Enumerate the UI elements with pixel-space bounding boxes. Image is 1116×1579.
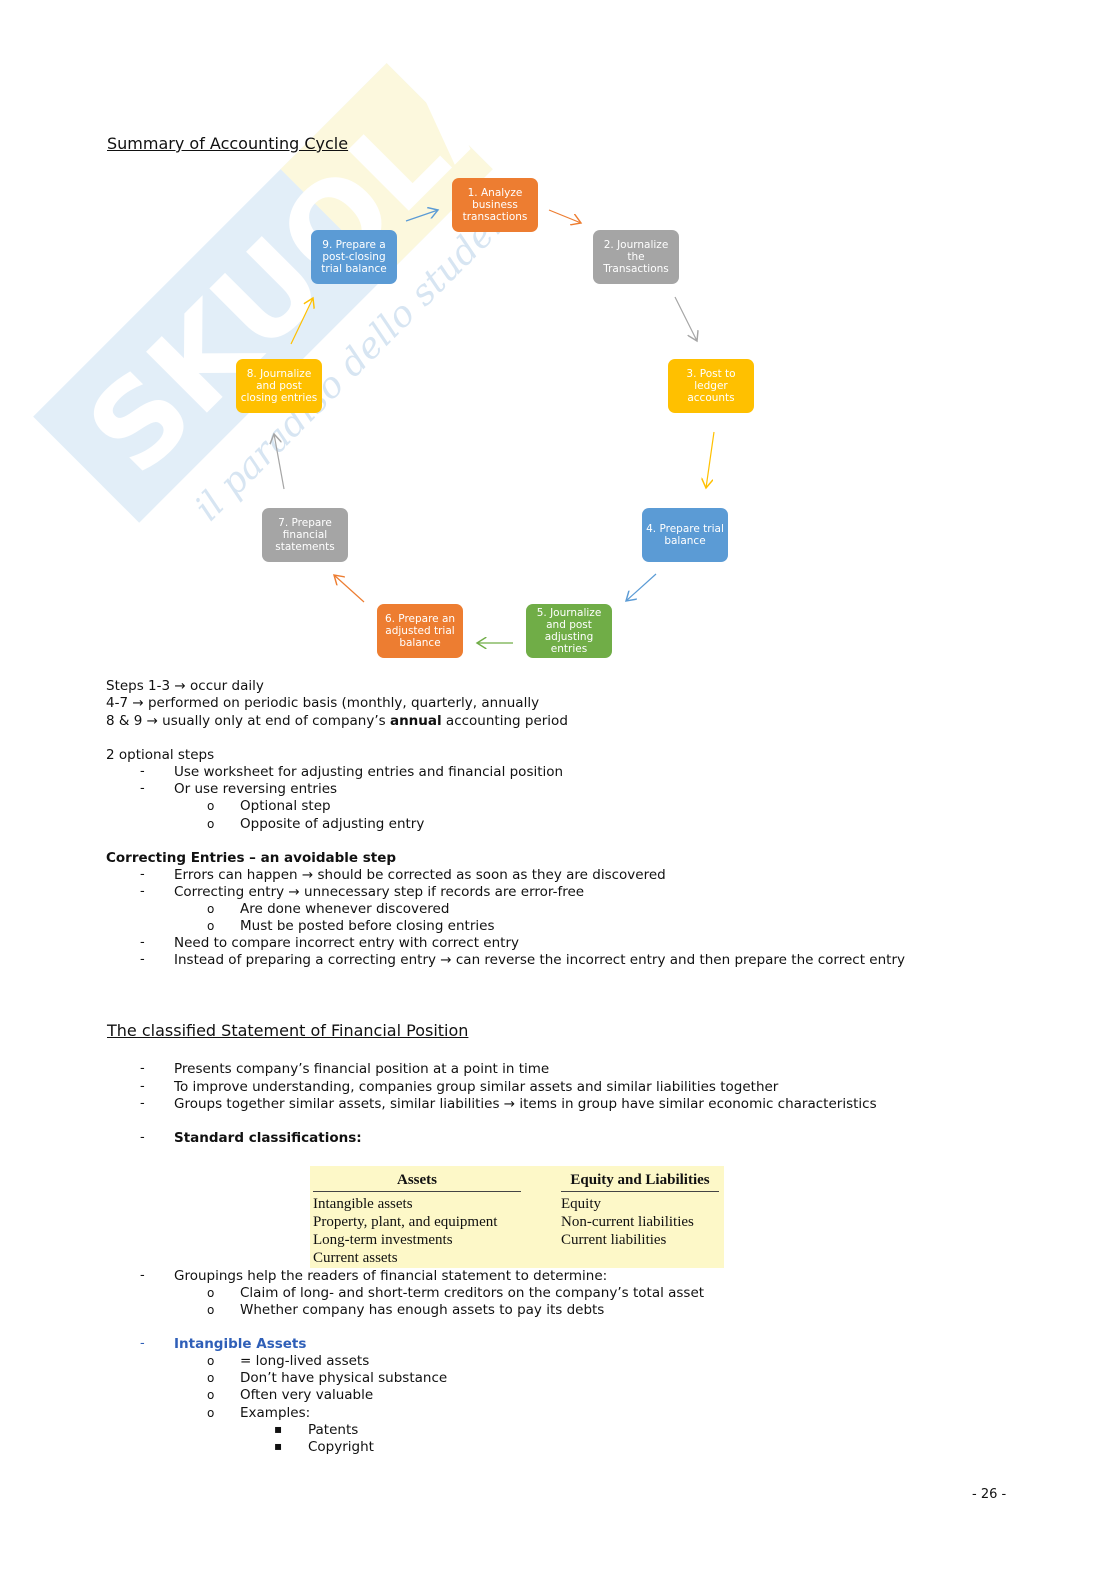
example-patents: Patents [308, 1422, 359, 1438]
note-annual: 8 & 9 → usually only at end of company’s… [106, 713, 568, 730]
groupings-sub-2: Whether company has enough assets to pay… [240, 1302, 605, 1318]
intangible-sub-3: Often very valuable [240, 1387, 374, 1403]
note-annual-bold: annual [389, 713, 442, 729]
assets-cell: Property, plant, and equipment [313, 1214, 498, 1230]
dash-bullet: - [140, 764, 145, 779]
correcting-item-1: Errors can happen → should be corrected … [174, 867, 666, 883]
intangible-heading: Intangible Assets [174, 1336, 307, 1352]
classification-table: Assets Intangible assets Property, plant… [310, 1166, 724, 1268]
cycle-step-8: 8. Journalize and post closing entries [236, 359, 322, 413]
dash-bullet: - [140, 1096, 145, 1111]
dash-bullet: - [140, 867, 145, 882]
position-item-3: Groups together similar assets, similar … [174, 1096, 877, 1112]
note-daily: Steps 1-3 → occur daily [106, 678, 264, 694]
arrow-2-3 [674, 296, 697, 341]
circle-bullet: o [207, 1286, 215, 1300]
cycle-step-3: 3. Post to ledger accounts [668, 359, 754, 413]
dash-bullet: - [140, 952, 145, 967]
assets-cell: Current assets [313, 1250, 398, 1266]
circle-bullet: o [207, 902, 215, 916]
correcting-item-3: Need to compare incorrect entry with cor… [174, 935, 519, 951]
correcting-item-4: Instead of preparing a correcting entry … [174, 952, 905, 968]
cycle-step-2: 2. Journalize the Transactions [593, 230, 679, 284]
arrow-6-7 [334, 575, 365, 603]
cycle-step-5: 5. Journalize and post adjusting entries [526, 604, 612, 658]
equity-cell: Current liabilities [561, 1232, 667, 1248]
dash-bullet: - [140, 935, 145, 950]
arrow-3-4 [706, 431, 715, 488]
circle-bullet: o [207, 817, 215, 831]
optional-item-2: Or use reversing entries [174, 781, 338, 797]
circle-bullet: o [207, 1406, 215, 1420]
note-annual-pre: 8 & 9 → usually only at end of company’s [106, 713, 390, 729]
arrow-8-9 [290, 298, 313, 345]
section-title-accounting-cycle: Summary of Accounting Cycle [107, 134, 349, 153]
circle-bullet: o [207, 1354, 215, 1368]
cycle-step-1: 1. Analyze business transactions [452, 178, 538, 232]
correcting-sub-1: Are done whenever discovered [240, 901, 450, 917]
dash-bullet: - [140, 781, 145, 796]
assets-column: Assets Intangible assets Property, plant… [313, 1172, 521, 1267]
dash-bullet: - [140, 1268, 145, 1283]
dash-bullet: - [140, 1130, 145, 1145]
equity-header: Equity and Liabilities [561, 1172, 719, 1192]
position-item-2: To improve understanding, companies grou… [174, 1079, 779, 1095]
assets-cell: Intangible assets [313, 1196, 413, 1212]
position-item-1: Presents company’s financial position at… [174, 1061, 550, 1077]
assets-cell: Long-term investments [313, 1232, 453, 1248]
circle-bullet: o [207, 1388, 215, 1402]
dash-bullet: - [140, 1079, 145, 1094]
intangible-sub-2: Don’t have physical substance [240, 1370, 448, 1386]
equity-cell: Non-current liabilities [561, 1214, 694, 1230]
optional-heading: 2 optional steps [106, 747, 215, 763]
dash-bullet: - [140, 884, 145, 899]
cycle-step-4: 4. Prepare trial balance [642, 508, 728, 562]
arrow-9-1 [405, 210, 438, 222]
circle-bullet: o [207, 919, 215, 933]
standard-classifications-label: Standard classifications: [174, 1130, 362, 1146]
example-copyright: Copyright [308, 1439, 374, 1455]
cycle-step-9: 9. Prepare a post-closing trial balance [311, 230, 397, 284]
correcting-item-2: Correcting entry → unnecessary step if r… [174, 884, 585, 900]
equity-cell: Equity [561, 1196, 601, 1212]
equity-column: Equity and Liabilities Equity Non-curren… [561, 1172, 719, 1249]
note-periodic: 4-7 → performed on periodic basis (month… [106, 695, 540, 711]
correcting-heading: Correcting Entries – an avoidable step [106, 850, 397, 866]
circle-bullet: o [207, 799, 215, 813]
groupings-item: Groupings help the readers of financial … [174, 1268, 608, 1284]
page-number: - 26 - [972, 1487, 1007, 1502]
arrow-7-8 [274, 434, 285, 490]
dash-bullet: - [140, 1336, 145, 1351]
cycle-step-7: 7. Prepare financial statements [262, 508, 348, 562]
assets-header: Assets [313, 1172, 521, 1192]
circle-bullet: o [207, 1371, 215, 1385]
optional-sub-2: Opposite of adjusting entry [240, 816, 425, 832]
dash-bullet: - [140, 1061, 145, 1076]
arrow-1-2 [548, 209, 581, 223]
intangible-sub-1: = long-lived assets [240, 1353, 370, 1369]
optional-sub-1: Optional step [240, 798, 331, 814]
arrow-4-5 [626, 573, 657, 601]
intangible-sub-4: Examples: [240, 1405, 311, 1421]
correcting-sub-2: Must be posted before closing entries [240, 918, 495, 934]
circle-bullet: o [207, 1303, 215, 1317]
square-bullet: ▪ [274, 1439, 283, 1453]
note-annual-post: accounting period [441, 713, 568, 729]
square-bullet: ▪ [274, 1422, 283, 1436]
cycle-step-6: 6. Prepare an adjusted trial balance [377, 604, 463, 658]
groupings-sub-1: Claim of long- and short-term creditors … [240, 1285, 705, 1301]
optional-item-1: Use worksheet for adjusting entries and … [174, 764, 564, 780]
cycle-arrows [0, 0, 715, 700]
section-title-financial-position: The classified Statement of Financial Po… [107, 1021, 469, 1040]
